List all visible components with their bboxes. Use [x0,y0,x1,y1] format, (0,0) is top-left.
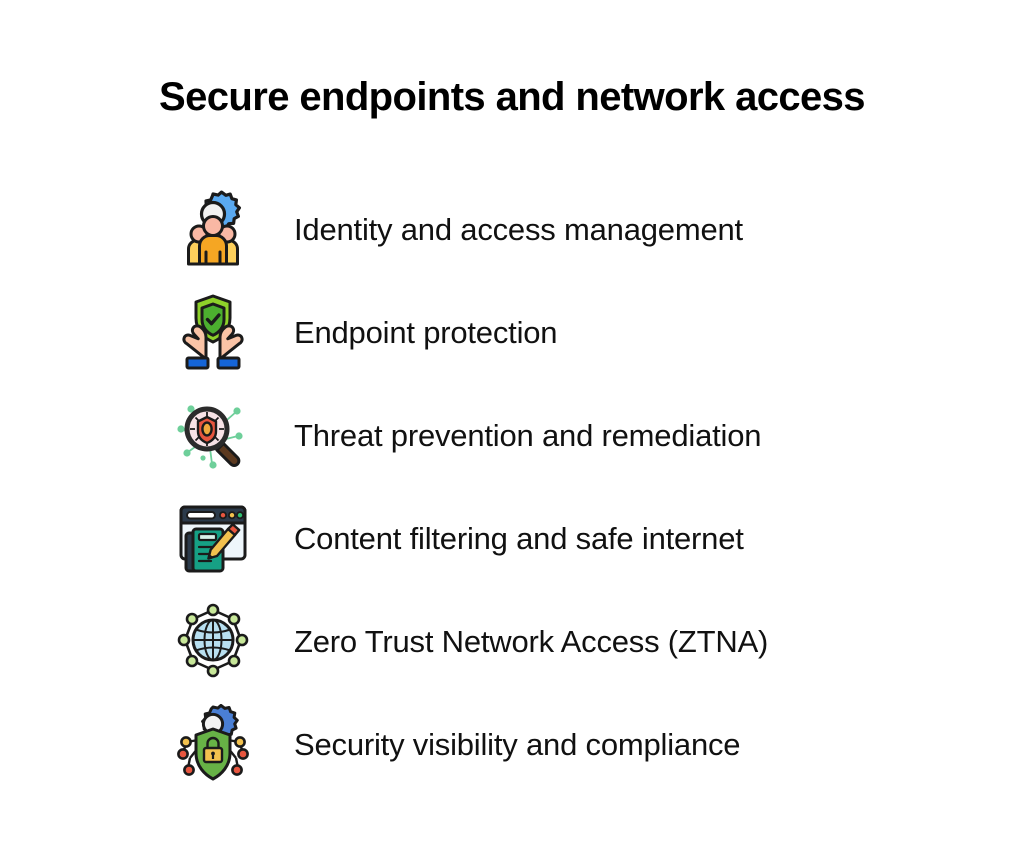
list-item: Endpoint protection [176,281,936,384]
feature-label: Identity and access management [294,211,743,247]
browser-document-pencil-icon [176,497,250,581]
feature-label: Endpoint protection [294,314,558,350]
feature-label: Threat prevention and remediation [294,417,762,453]
magnifier-virus-icon [176,394,250,478]
list-item: Threat prevention and remediation [176,384,936,487]
page-title: Secure endpoints and network access [159,75,866,119]
feature-label: Zero Trust Network Access (ZTNA) [294,623,769,659]
list-item: Content filtering and safe internet [176,487,936,590]
globe-network-icon [176,600,250,684]
list-item: Zero Trust Network Access (ZTNA) [176,590,936,693]
list-item: Security visibility and compliance [176,693,936,796]
shield-in-hands-icon [176,291,250,375]
shield-lock-gear-icon [176,703,250,787]
feature-list: Identity and access management [176,178,936,796]
people-gear-icon [176,188,250,272]
feature-label: Content filtering and safe internet [294,520,744,556]
list-item: Identity and access management [176,178,936,281]
feature-label: Security visibility and compliance [294,726,741,762]
